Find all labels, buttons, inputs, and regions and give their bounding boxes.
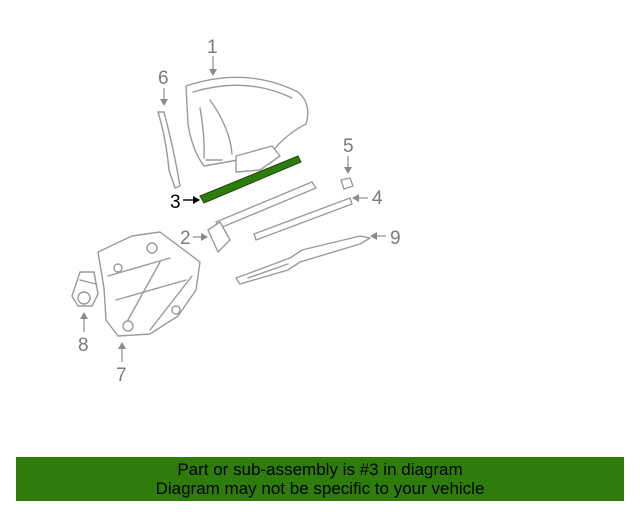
svg-text:2: 2 [180, 228, 191, 249]
callout-1: 1 [207, 37, 218, 76]
banner-line-1: Part or sub-assembly is #3 in diagram [177, 460, 463, 479]
banner-line-2: Diagram may not be specific to your vehi… [155, 479, 485, 498]
callout-2: 2 [180, 228, 208, 249]
callout-7: 7 [116, 342, 127, 386]
part-5-clip[interactable] [340, 177, 354, 190]
svg-text:6: 6 [158, 68, 169, 89]
svg-text:7: 7 [116, 365, 127, 386]
callout-8: 8 [78, 312, 89, 356]
info-banner: Part or sub-assembly is #3 in diagram Di… [16, 457, 624, 501]
part-7-regulator[interactable] [97, 231, 201, 337]
part-6-run-channel[interactable] [157, 111, 181, 189]
part-3-belt-molding[interactable] [199, 155, 302, 204]
svg-text:4: 4 [372, 188, 383, 209]
part-1-quarter-glass[interactable] [185, 76, 309, 173]
callout-6: 6 [158, 68, 169, 106]
part-9-bracket[interactable] [235, 235, 371, 285]
svg-text:5: 5 [343, 136, 354, 157]
callout-4: 4 [352, 188, 383, 209]
svg-text:1: 1 [207, 37, 218, 58]
svg-text:8: 8 [78, 335, 89, 356]
svg-text:9: 9 [390, 228, 401, 249]
callout-5: 5 [343, 136, 354, 174]
part-4-lower-molding[interactable] [253, 197, 353, 241]
callout-9: 9 [370, 228, 401, 249]
callout-3: 3 [170, 192, 200, 213]
part-guide-rail[interactable] [207, 181, 317, 253]
part-8-motor[interactable] [71, 271, 99, 307]
svg-text:3: 3 [170, 192, 181, 213]
